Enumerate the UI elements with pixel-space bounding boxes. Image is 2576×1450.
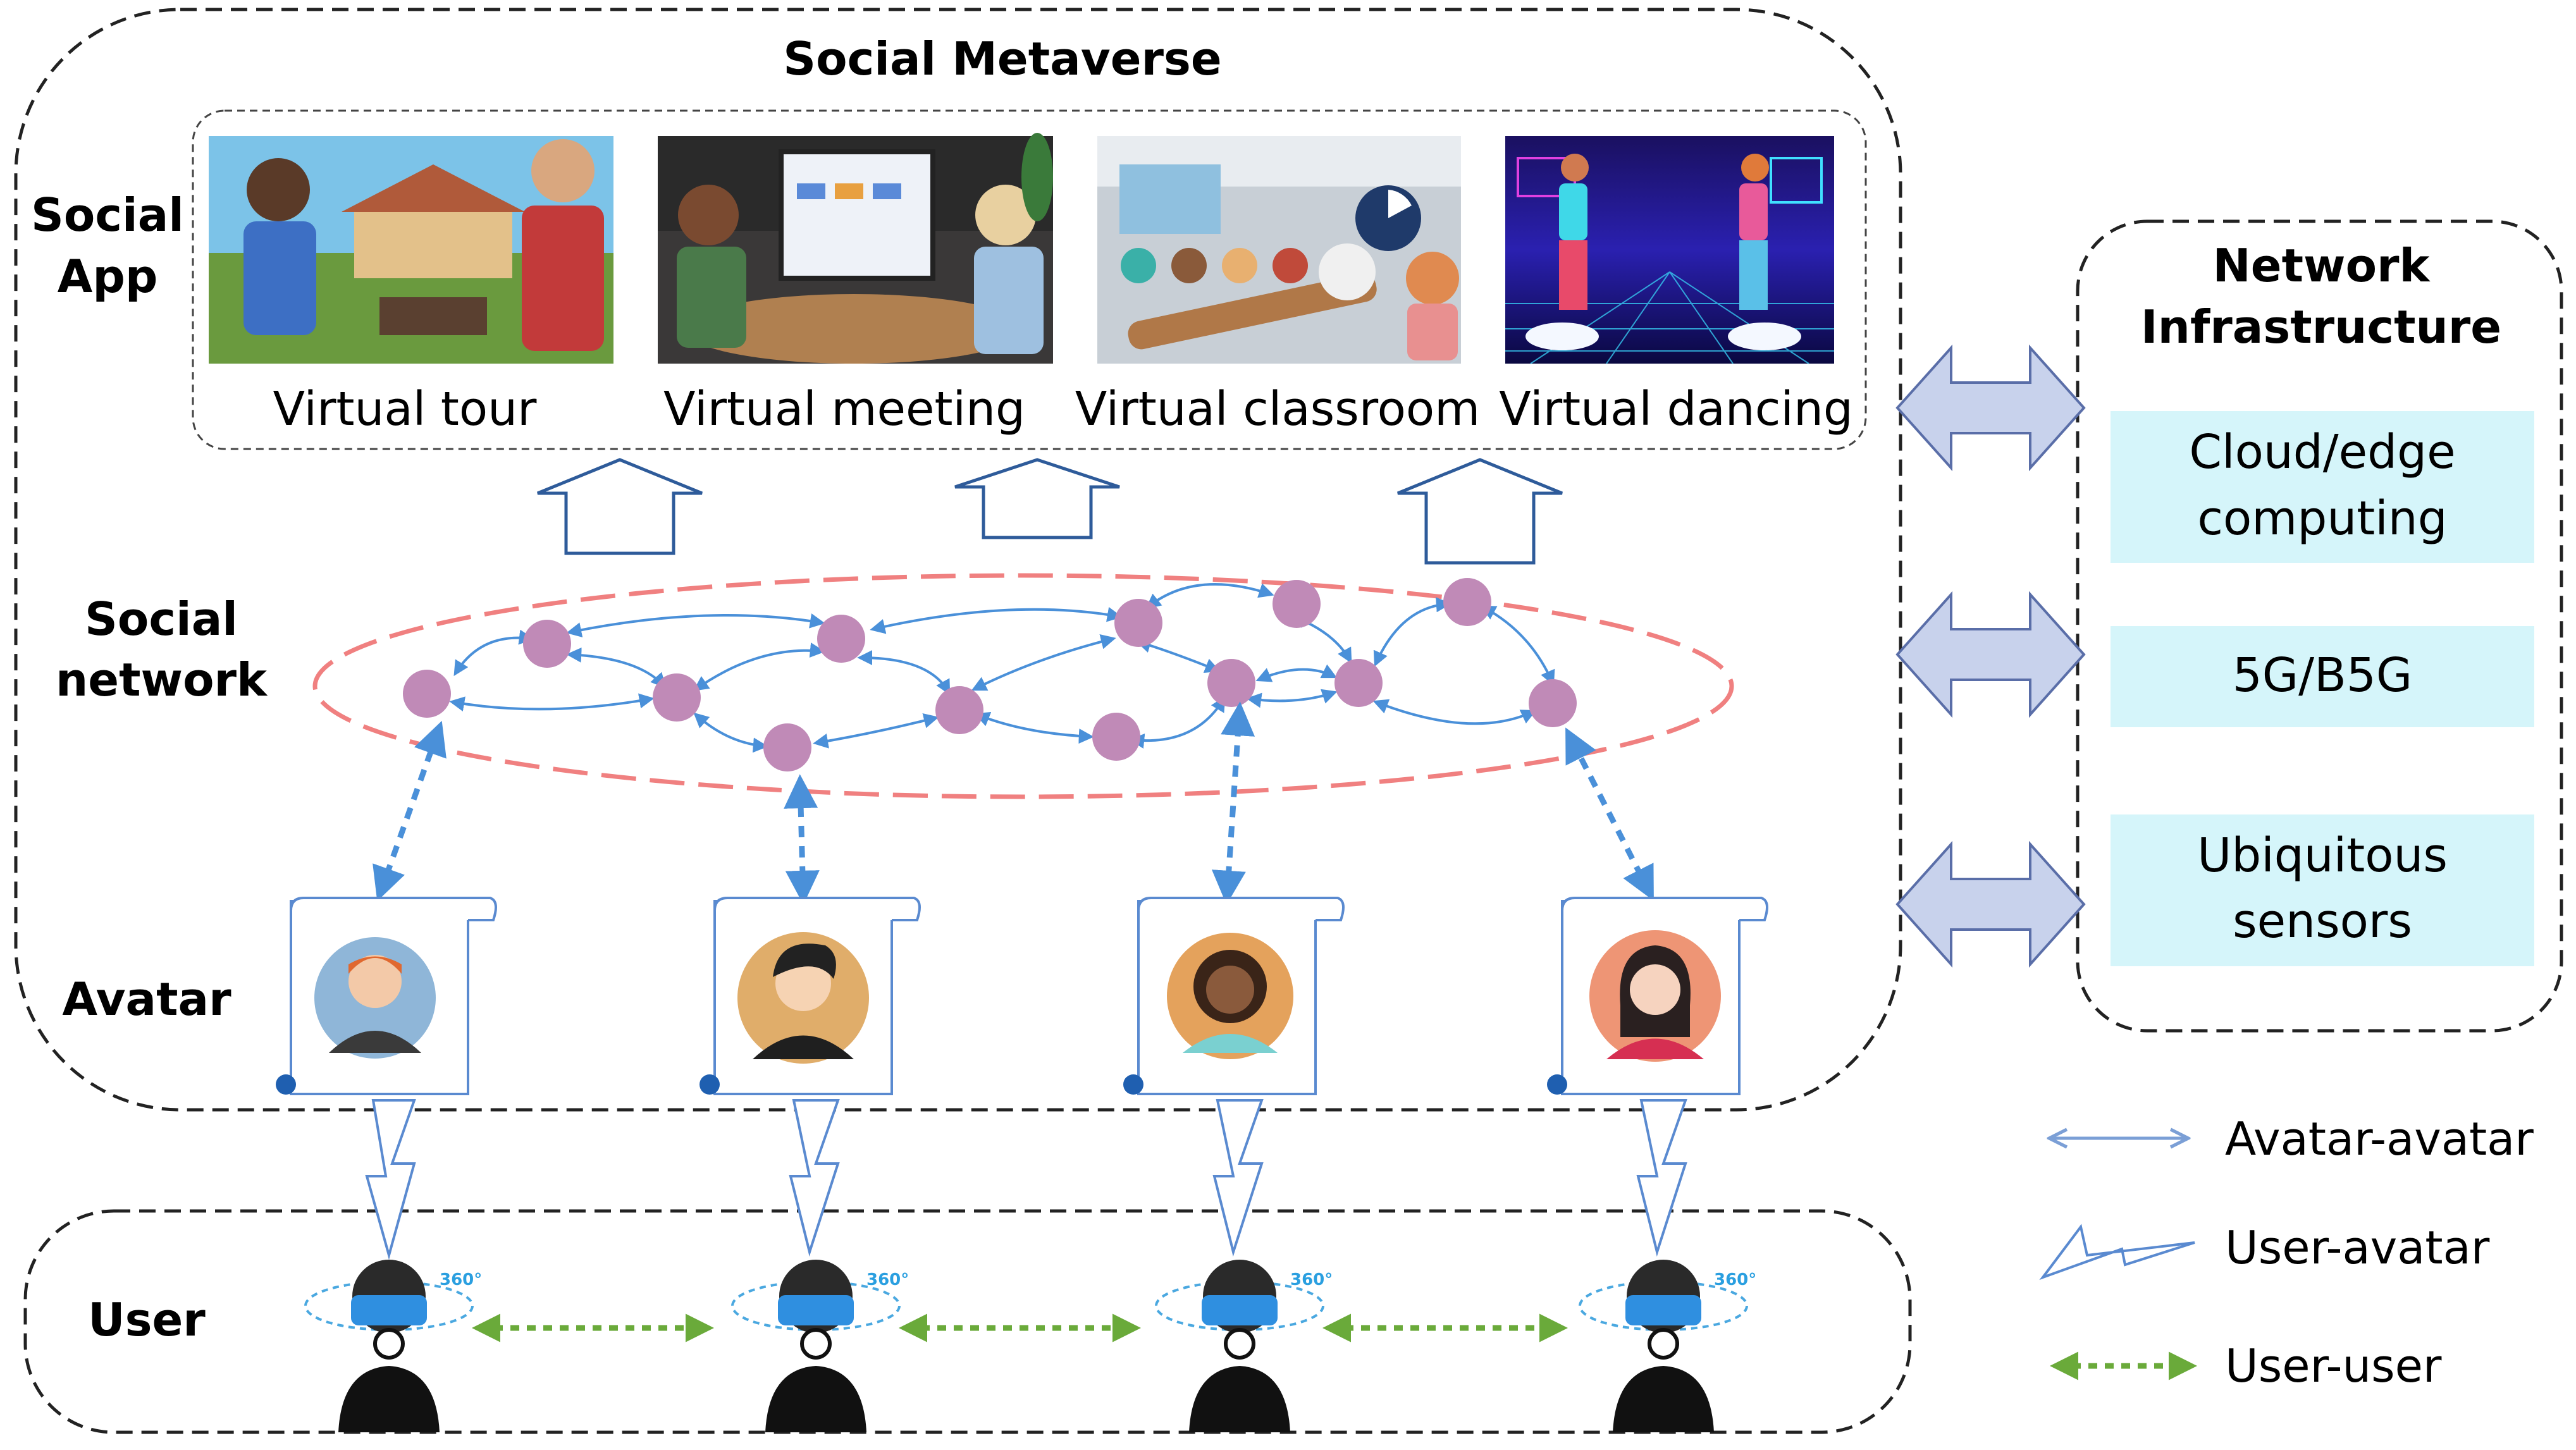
layer-label-social-app-2: App bbox=[58, 250, 158, 303]
infra-label-5g: 5G/B5G bbox=[2233, 648, 2413, 703]
infra-box-5g bbox=[2111, 626, 2534, 727]
infra-label-cloud-edge-1: Cloud/edge bbox=[2189, 425, 2455, 479]
network-node bbox=[763, 723, 811, 771]
legend-label-user-user: User-user bbox=[2225, 1339, 2442, 1392]
network-node bbox=[653, 673, 701, 722]
network-node bbox=[1092, 713, 1140, 761]
vr-user-4: 360° bbox=[1579, 1260, 1756, 1432]
infra-title-line1: Network bbox=[2213, 239, 2431, 292]
app-thumbnail-virtual-meeting bbox=[658, 133, 1053, 364]
vr-user-1: 360° bbox=[304, 1260, 482, 1432]
layer-label-social-network-2: network bbox=[56, 653, 268, 706]
network-node bbox=[1207, 659, 1255, 707]
network-node bbox=[1334, 659, 1383, 707]
network-node bbox=[1114, 599, 1162, 647]
up-arrow-icon bbox=[537, 458, 1563, 565]
app-label-virtual-dancing: Virtual dancing bbox=[1499, 382, 1853, 436]
social-network-boundary bbox=[312, 573, 1734, 799]
infra-box-sensors bbox=[2111, 814, 2534, 966]
vr-headset-icon bbox=[778, 1295, 854, 1325]
infra-title-line2: Infrastructure bbox=[2141, 300, 2501, 353]
network-node bbox=[523, 620, 571, 668]
legend-label-user-avatar: User-avatar bbox=[2225, 1221, 2490, 1274]
avatar-avatar-links bbox=[449, 583, 1555, 753]
legend: Avatar-avatar User-avatar User-user bbox=[2039, 1112, 2534, 1392]
user-avatar-links bbox=[365, 1099, 1687, 1260]
avatar-card-2 bbox=[699, 897, 921, 1095]
vr-headset-icon bbox=[1202, 1295, 1278, 1325]
network-node bbox=[1443, 578, 1491, 626]
svg-text:360°: 360° bbox=[440, 1270, 482, 1289]
app-label-virtual-meeting: Virtual meeting bbox=[663, 382, 1025, 436]
diagram-title: Social Metaverse bbox=[783, 32, 1221, 85]
network-infrastructure-frame bbox=[2076, 219, 2563, 1033]
avatar-network-links bbox=[373, 701, 1654, 905]
app-thumbnail-virtual-dancing bbox=[1505, 136, 1834, 364]
svg-text:360°: 360° bbox=[1290, 1270, 1333, 1289]
app-thumbnail-virtual-tour bbox=[209, 136, 613, 364]
lightning-icon bbox=[2039, 1224, 2195, 1281]
infra-label-sensors-1: Ubiquitous bbox=[2197, 828, 2448, 883]
layer-label-social-network-1: Social bbox=[85, 593, 238, 646]
svg-text:360°: 360° bbox=[1714, 1270, 1756, 1289]
infra-link-arrows bbox=[1895, 344, 2086, 968]
social-metaverse-frame bbox=[14, 8, 1902, 1112]
social-app-frame bbox=[192, 109, 1867, 450]
layer-label-social-app-1: Social bbox=[31, 188, 184, 242]
vr-headset-icon bbox=[351, 1295, 427, 1325]
user-layer-frame bbox=[23, 1209, 1912, 1434]
avatar-card-3 bbox=[1123, 897, 1345, 1095]
vr-user-3: 360° bbox=[1155, 1260, 1333, 1432]
infra-label-cloud-edge-2: computing bbox=[2197, 491, 2447, 546]
network-node bbox=[1529, 679, 1577, 727]
network-node bbox=[1273, 580, 1321, 628]
network-node bbox=[817, 615, 865, 663]
legend-label-avatar-avatar: Avatar-avatar bbox=[2225, 1112, 2534, 1165]
app-thumbnail-virtual-classroom bbox=[1097, 136, 1461, 364]
app-label-virtual-classroom: Virtual classroom bbox=[1075, 382, 1480, 436]
layer-label-user: User bbox=[88, 1293, 206, 1346]
infra-label-sensors-2: sensors bbox=[2233, 894, 2412, 949]
avatar-card-1 bbox=[276, 897, 497, 1095]
svg-text:360°: 360° bbox=[866, 1270, 909, 1289]
social-network-nodes bbox=[403, 578, 1577, 771]
app-label-virtual-tour: Virtual tour bbox=[273, 382, 538, 436]
vr-headset-icon bbox=[1625, 1295, 1701, 1325]
infra-box-cloud-edge bbox=[2111, 411, 2534, 563]
layer-label-avatar: Avatar bbox=[62, 973, 231, 1026]
network-node bbox=[935, 686, 983, 734]
network-node bbox=[403, 670, 451, 718]
avatar-card-4 bbox=[1547, 897, 1768, 1095]
vr-user-2: 360° bbox=[731, 1260, 909, 1432]
